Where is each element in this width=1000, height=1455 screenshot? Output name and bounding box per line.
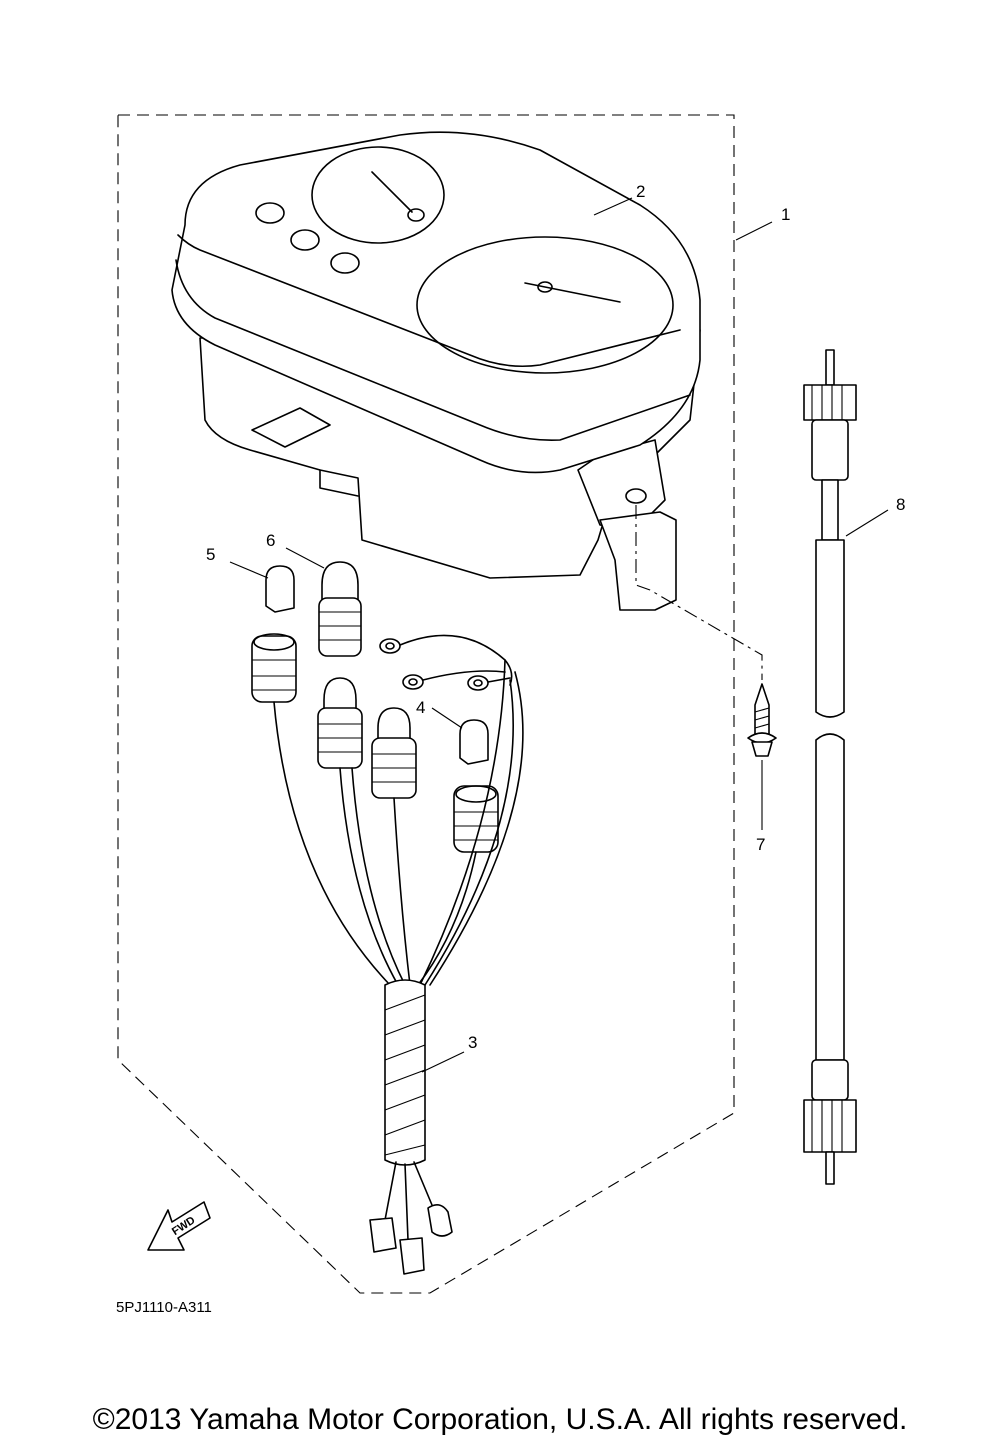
callout-8: 8 (896, 495, 905, 514)
ring-terminals[interactable] (379, 634, 513, 691)
screw-alignment-line (635, 505, 763, 680)
leader-lines (229, 197, 889, 1073)
assembly-boundary (117, 114, 735, 1294)
callout-1: 1 (781, 205, 790, 224)
socket-b[interactable] (317, 677, 363, 769)
socket-a[interactable] (251, 633, 297, 703)
bulb-socket-4[interactable] (459, 719, 489, 765)
callout-6: 6 (266, 531, 275, 550)
callout-2: 2 (636, 182, 645, 201)
diagram-code: 5PJ1110-A311 (116, 1299, 212, 1316)
speedometer-cable[interactable] (803, 349, 857, 1185)
bulb-socket-5[interactable] (265, 565, 295, 613)
copyright-notice: ©2013 Yamaha Motor Corporation, U.S.A. A… (92, 1403, 908, 1436)
callout-7: 7 (756, 835, 765, 854)
screw[interactable] (747, 683, 777, 757)
callout-3: 3 (468, 1033, 477, 1052)
meter-assembly[interactable] (171, 131, 701, 611)
fwd-arrow-icon (147, 1201, 211, 1251)
callout-4: 4 (416, 698, 425, 717)
bulb-socket-6[interactable] (318, 561, 362, 657)
wire-harness[interactable] (273, 659, 524, 1275)
callout-5: 5 (206, 545, 215, 564)
socket-c[interactable] (371, 707, 417, 799)
